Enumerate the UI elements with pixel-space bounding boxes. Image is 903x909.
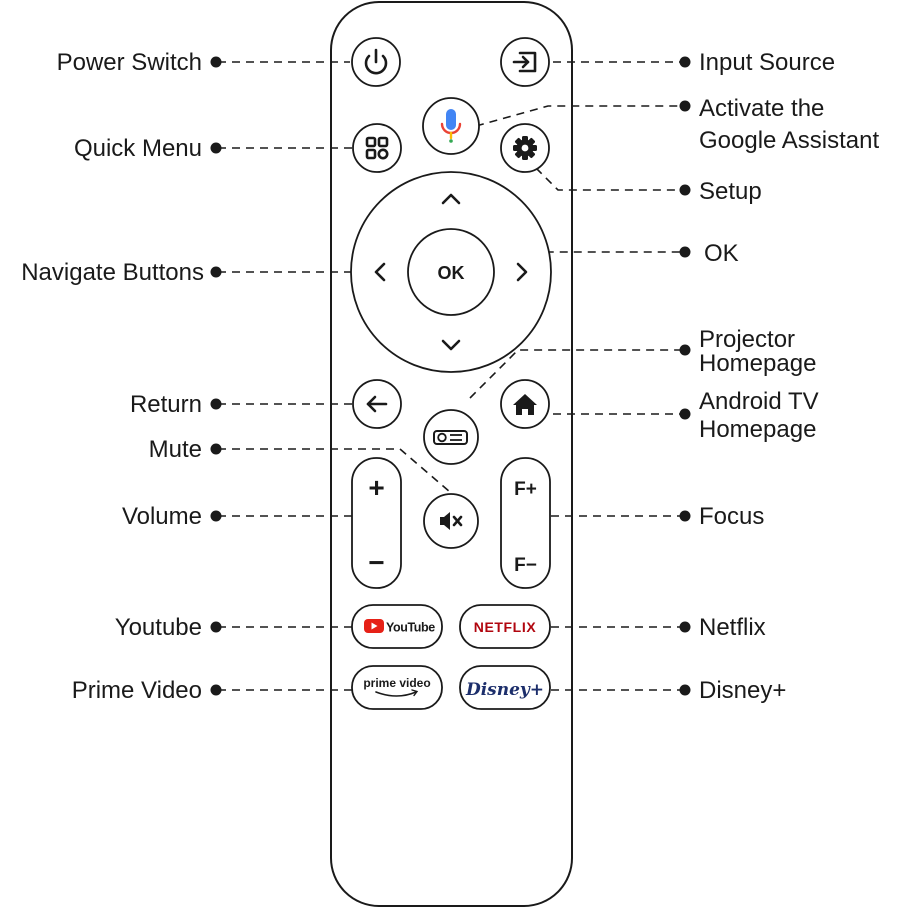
quick-menu-icon: [365, 136, 389, 160]
focus-minus-text: F−: [514, 555, 537, 576]
label-assistant-line2: Google Assistant: [699, 127, 879, 154]
dot-mute: [210, 443, 222, 455]
dot-assistant: [679, 100, 691, 112]
label-navigate-buttons: Navigate Buttons: [21, 259, 204, 286]
dot-setup: [679, 184, 691, 196]
leader-mute: [218, 448, 451, 493]
return-button[interactable]: [352, 379, 402, 429]
label-prime-video: Prime Video: [72, 677, 202, 704]
label-volume: Volume: [122, 503, 202, 530]
ok-button-text: OK: [438, 263, 465, 283]
chevron-left-icon: [374, 262, 386, 282]
netflix-wordmark: NETFLIX: [474, 619, 537, 635]
youtube-wordmark: YouTube: [386, 621, 435, 635]
microphone-icon: [440, 109, 462, 143]
disney-plus-wordmark: Disney+: [465, 680, 544, 700]
label-assistant-line1: Activate the: [699, 95, 824, 122]
power-icon: [364, 48, 388, 75]
dot-netflix: [679, 621, 691, 633]
focus-rocker[interactable]: F+ F−: [500, 457, 551, 589]
label-focus: Focus: [699, 503, 764, 530]
label-projector-line2: Homepage: [699, 350, 816, 377]
dot-input: [679, 56, 691, 68]
label-android-line2: Homepage: [699, 416, 816, 443]
home-icon: [513, 394, 537, 415]
nav-left-button[interactable]: [374, 262, 386, 282]
youtube-button[interactable]: YouTube: [351, 604, 443, 649]
ok-button[interactable]: OK: [407, 228, 495, 316]
volume-rocker[interactable]: + −: [351, 457, 402, 589]
assistant-button[interactable]: [422, 97, 480, 155]
focus-plus-text: F+: [514, 479, 537, 500]
label-android-line1: Android TV: [699, 388, 819, 415]
dot-return: [210, 398, 222, 410]
prime-video-logo: prime video: [363, 676, 431, 697]
volume-down-sign: −: [368, 547, 384, 578]
speaker-mute-icon: [440, 512, 463, 530]
power-button[interactable]: [351, 37, 401, 87]
leader-dots: [210, 56, 691, 696]
disney-plus-button[interactable]: Disney+: [459, 665, 551, 710]
label-power-switch: Power Switch: [57, 49, 202, 76]
nav-up-button[interactable]: [441, 193, 461, 205]
projector-home-button[interactable]: [423, 409, 479, 465]
dot-android: [679, 408, 691, 420]
callout-labels: Power Switch Input Source Activate the G…: [21, 49, 879, 704]
prime-video-wordmark: prime video: [363, 676, 430, 690]
leader-setup: [535, 167, 683, 191]
projector-icon: [433, 430, 468, 445]
label-youtube: Youtube: [115, 614, 202, 641]
label-disney-plus: Disney+: [699, 677, 786, 704]
dot-quick-menu: [210, 142, 222, 154]
setup-button[interactable]: [500, 123, 550, 173]
leader-assistant: [475, 105, 683, 127]
label-input-source: Input Source: [699, 49, 835, 76]
label-return: Return: [130, 391, 202, 418]
gear-icon: [513, 136, 537, 160]
netflix-button[interactable]: NETFLIX: [459, 604, 551, 649]
android-home-button[interactable]: [500, 379, 550, 429]
chevron-up-icon: [441, 193, 461, 205]
chevron-right-icon: [516, 262, 528, 282]
label-netflix: Netflix: [699, 614, 766, 641]
input-source-icon: [512, 51, 537, 73]
label-projector-line1: Projector: [699, 326, 795, 353]
youtube-logo: YouTube: [364, 619, 436, 635]
back-arrow-icon: [366, 395, 388, 413]
nav-right-button[interactable]: [516, 262, 528, 282]
volume-up-sign: +: [368, 472, 384, 503]
dot-youtube: [210, 621, 222, 633]
label-quick-menu: Quick Menu: [74, 135, 202, 162]
input-source-button[interactable]: [500, 37, 550, 87]
nav-down-button[interactable]: [441, 339, 461, 351]
quick-menu-button[interactable]: [352, 123, 402, 173]
dot-prime: [210, 684, 222, 696]
dot-navigate: [210, 266, 222, 278]
dot-ok: [679, 246, 691, 258]
dot-focus: [679, 510, 691, 522]
prime-video-button[interactable]: prime video: [351, 665, 443, 710]
dot-projector: [679, 344, 691, 356]
dot-power: [210, 56, 222, 68]
mute-button[interactable]: [423, 493, 479, 549]
dot-disney: [679, 684, 691, 696]
leader-lines: [218, 61, 683, 691]
dot-volume: [210, 510, 222, 522]
label-mute: Mute: [149, 436, 202, 463]
label-setup: Setup: [699, 178, 762, 205]
label-ok: OK: [704, 240, 739, 267]
smile-arrow-icon: [375, 691, 417, 697]
chevron-down-icon: [441, 339, 461, 351]
